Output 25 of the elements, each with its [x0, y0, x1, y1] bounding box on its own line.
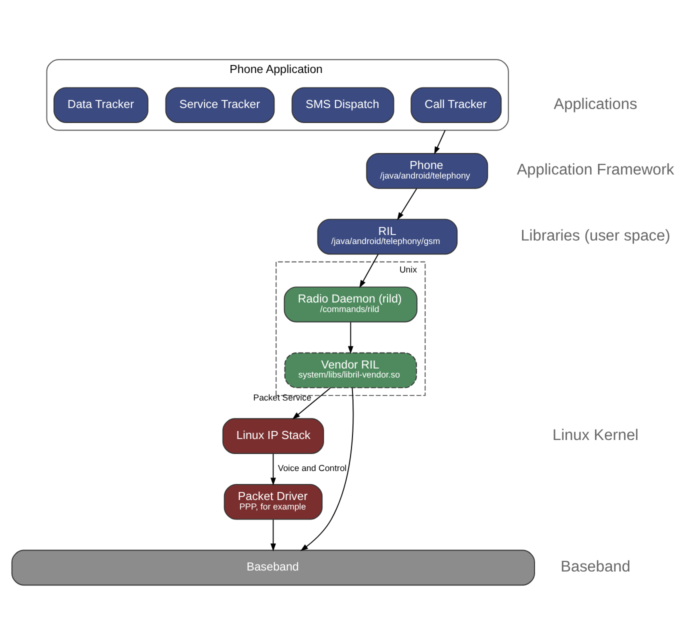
arrow — [397, 188, 418, 220]
arrow — [270, 453, 276, 486]
node-box: Phone /java/android/telephony — [366, 153, 488, 189]
node-box: Data Tracker — [54, 87, 148, 123]
arrow — [300, 388, 354, 552]
label: Baseband — [560, 558, 630, 576]
node-box: Baseband — [11, 550, 535, 586]
arrow — [292, 388, 331, 420]
arrow — [434, 130, 446, 154]
node-box: Linux IP Stack — [222, 418, 324, 454]
edge-label: Voice and Control — [278, 462, 347, 473]
label: Libraries (user space) — [520, 227, 670, 244]
node-box: Call Tracker — [410, 87, 502, 123]
node-box: SMS Dispatch — [292, 87, 394, 123]
arrow — [270, 519, 276, 552]
label: Application Framework — [516, 162, 674, 179]
label: Applications — [554, 96, 638, 113]
node-box: Service Tracker — [165, 87, 275, 123]
node-box: Vendor RIL system/libs/libril-vendor.so — [284, 352, 417, 388]
label: Linux Kernel — [552, 426, 638, 444]
arrow — [348, 322, 354, 354]
arrow — [359, 254, 379, 288]
node-box: Packet Driver PPP, for example — [224, 484, 323, 520]
node-box: RIL /java/android/telephony/gsm — [317, 218, 458, 255]
node-box: Radio Daemon (rild) /commands/rild — [284, 286, 418, 322]
